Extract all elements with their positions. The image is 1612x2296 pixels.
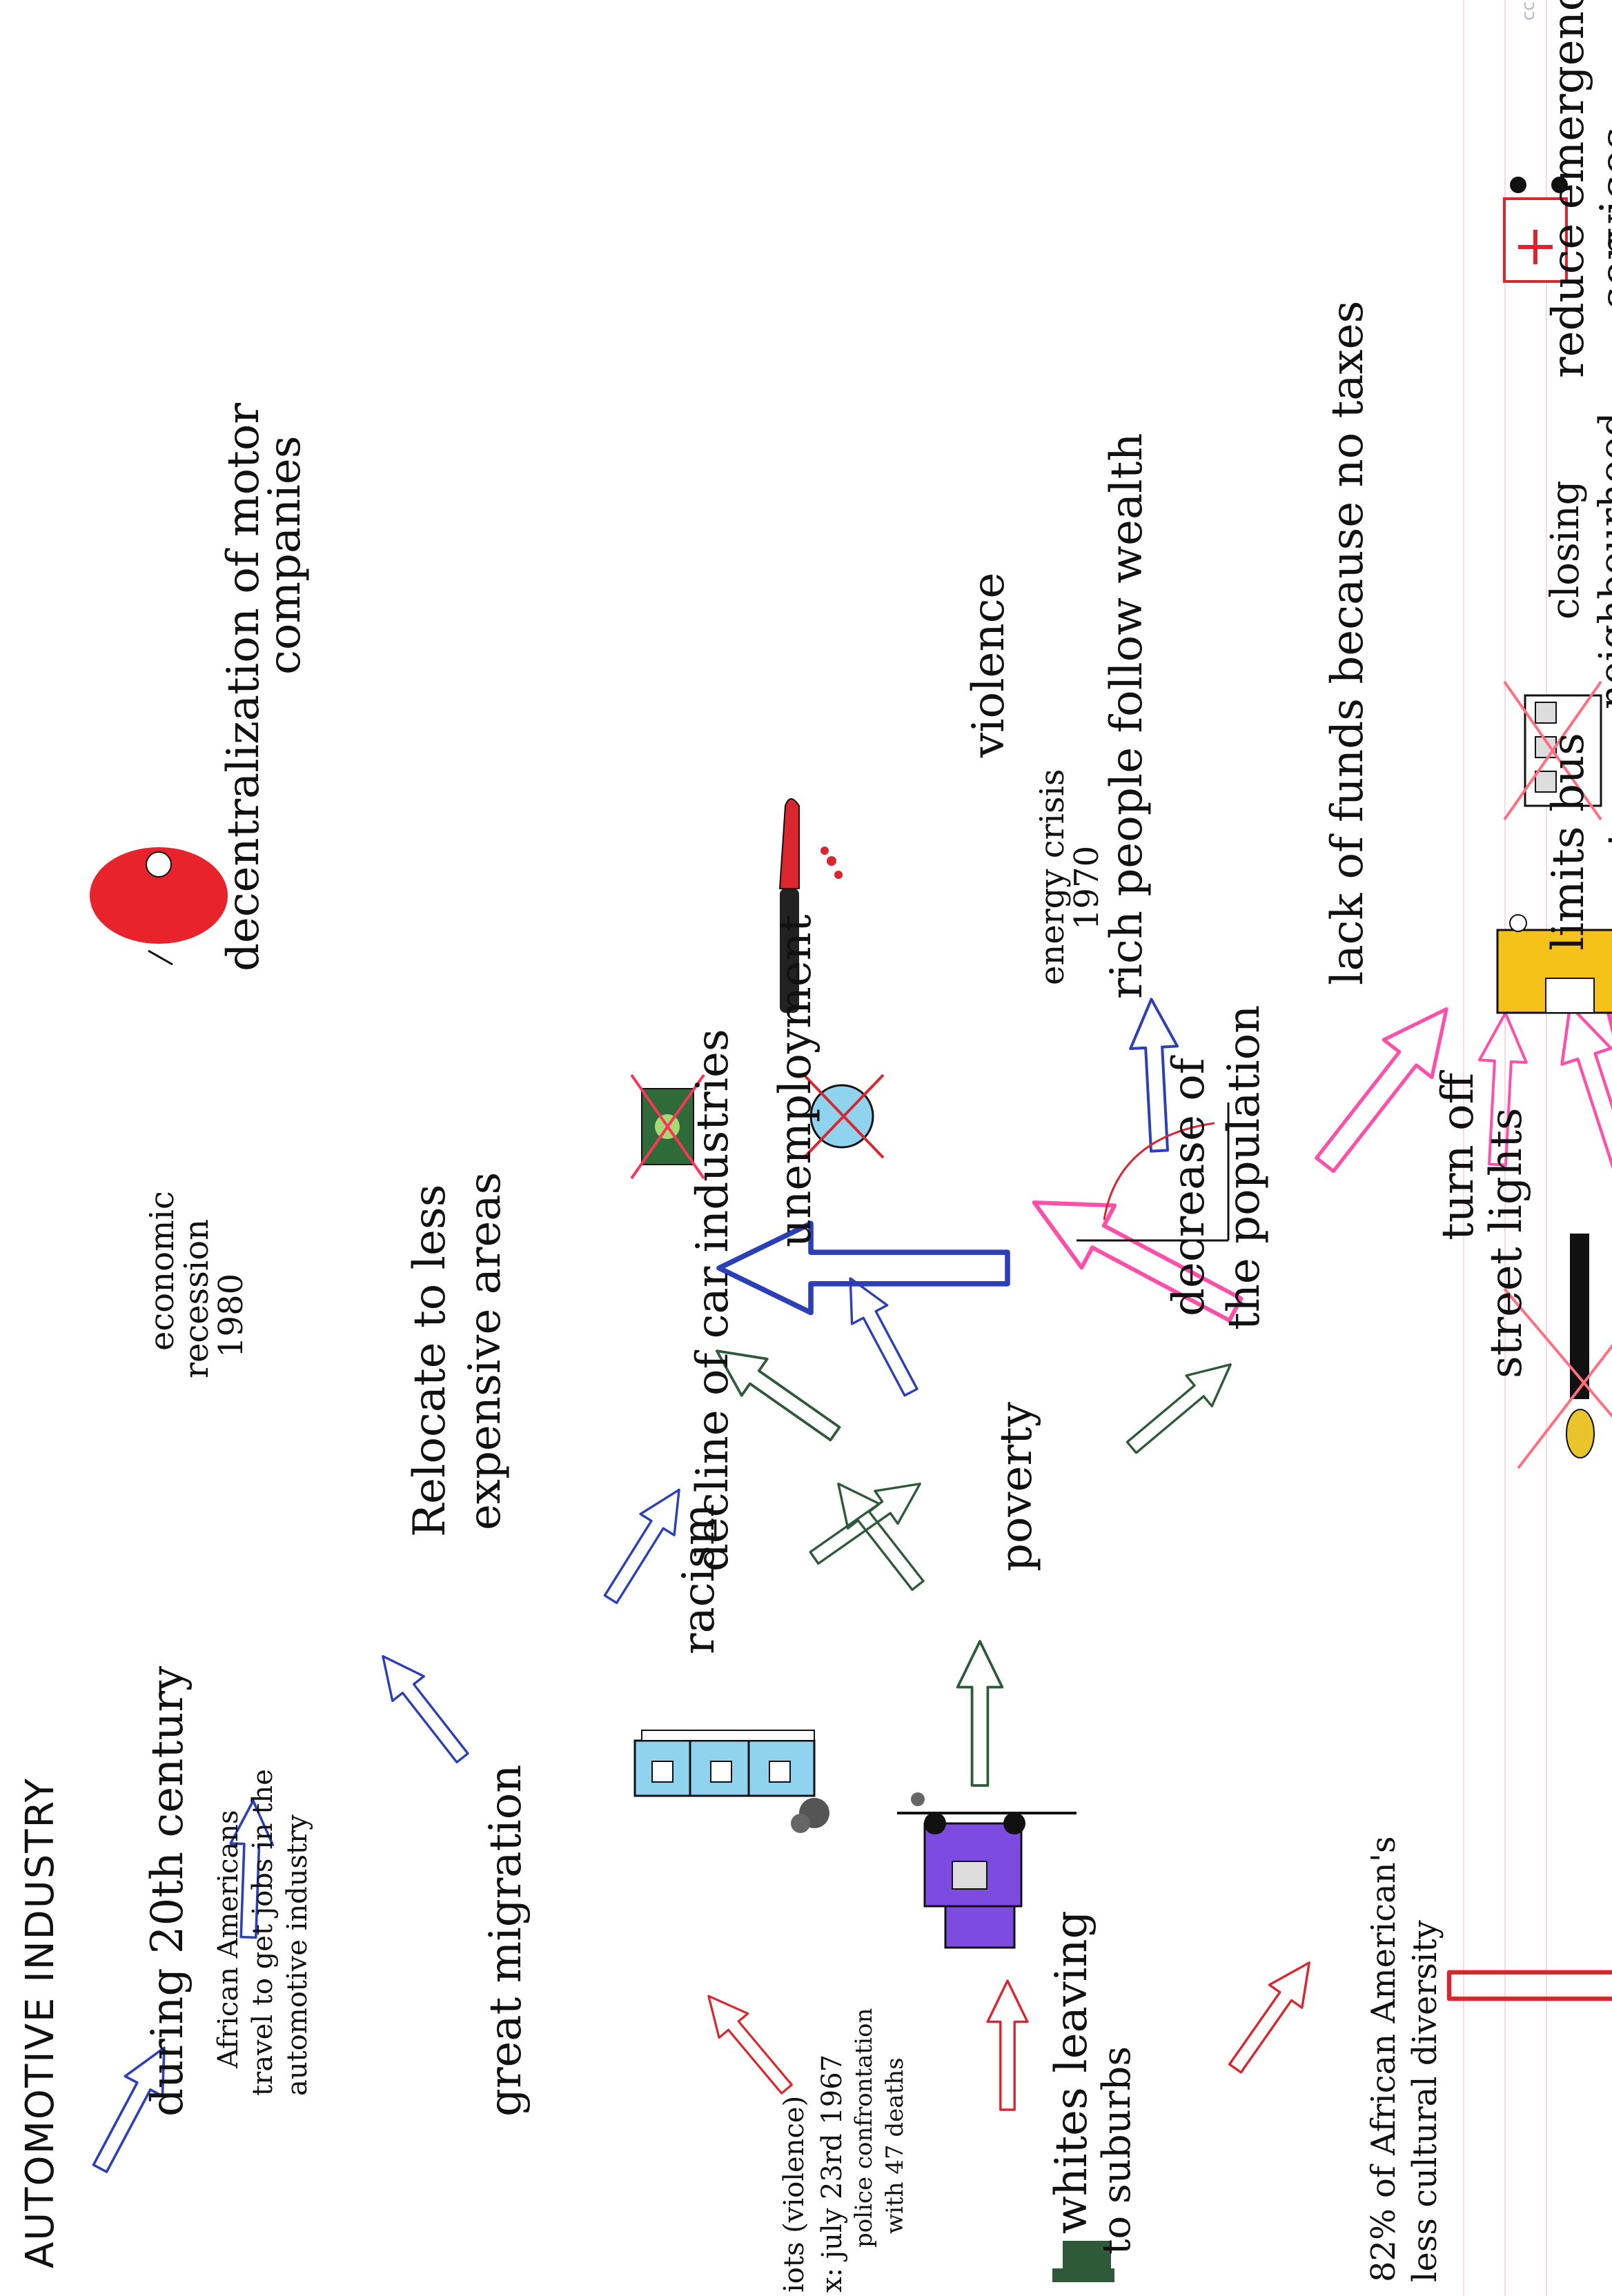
- limits-bus-line1: limits bus: [1543, 732, 1594, 951]
- unemployment: unemployment: [770, 914, 821, 1247]
- green-arrows: [702, 1331, 1245, 1787]
- purple-car-icon: [897, 1792, 1077, 1949]
- population-graph-icon: [1077, 1102, 1230, 1242]
- arrow-lack-to-schools: [1546, 998, 1612, 1172]
- riots-line3: police confrontation: [850, 2008, 878, 2248]
- tree-icon: [1052, 2241, 1114, 2282]
- african-americans-line2: travel to get jobs in the: [247, 1769, 279, 2096]
- whites-leaving-line2: to suburbs: [1094, 2046, 1139, 2255]
- reduce-emergency-line2: services: [1591, 126, 1612, 310]
- poverty-coin-icon: [803, 1073, 885, 1159]
- arrow-decrease-to-lack: [1018, 1171, 1252, 1340]
- money-crossed-icon: [630, 1073, 705, 1180]
- page-title: AUTOMOTIVE INDUSTRY: [18, 1777, 63, 2268]
- school-crossed-icon: [1503, 680, 1602, 821]
- arrow-relocate-to-decline: [986, 1979, 1029, 2111]
- turn-off-line1: turn off: [1433, 1072, 1484, 1240]
- arrow-decline-to-unemployment: [956, 1640, 1004, 1787]
- african-americans-line3: automotive industry: [282, 1814, 313, 2096]
- riots-line2: x: july 23rd 1967: [816, 2054, 848, 2293]
- arrow-decentral-to-decline: [1449, 1948, 1612, 2023]
- streetlight-crossed-icon: [1503, 1234, 1612, 1469]
- energy-crisis-line2: 1970: [1068, 845, 1106, 930]
- relocate-line1: Relocate to less: [404, 1184, 455, 1537]
- decrease-line2: the population: [1219, 1004, 1270, 1330]
- closing-line1: closing: [1543, 480, 1588, 620]
- arrow-to-whites: [831, 1267, 930, 1403]
- arrow-economic-to-decline: [693, 1983, 803, 2103]
- reduce-emergency-line1: reduce emergency: [1543, 0, 1594, 378]
- ambulance-icon: [1503, 177, 1568, 283]
- aa-82-line1: 82% of African American's: [1364, 1836, 1403, 2282]
- arrow-unemployment-to-poverty: [801, 1466, 933, 1576]
- riots-line1: iots (violence): [778, 2095, 810, 2293]
- school-bus-icon: [1496, 914, 1612, 1014]
- violence: violence: [963, 572, 1014, 758]
- closing-line2: neighbourhood: [1591, 412, 1612, 709]
- decentralization-line2: companies: [259, 435, 311, 675]
- arrow-to-racism: [366, 1643, 480, 1772]
- limits-bus-line2: routes: [1598, 780, 1612, 923]
- lack-of-funds: lack of funds because no taxes: [1322, 300, 1373, 985]
- knife-icon: [778, 798, 843, 1013]
- rose-icon: [90, 847, 228, 966]
- arrow-energy-to-decline: [1217, 1950, 1327, 2081]
- arrow-violence-to-decrease: [1117, 1347, 1245, 1464]
- during-20th-century: during 20th century: [142, 1665, 193, 2117]
- economic-line2: recession: [177, 1218, 216, 1378]
- turn-off-line2: street lights: [1481, 1107, 1532, 1378]
- economic-line3: 1980: [212, 1273, 250, 1358]
- riots-line4: with 47 deaths: [881, 2057, 909, 2234]
- energy-crisis-line1: energy crisis: [1033, 769, 1072, 985]
- whites-leaving-line1: whites leaving: [1046, 1910, 1097, 2234]
- poverty: poverty: [991, 1402, 1042, 1572]
- aa-82-line2: less cultural diversity: [1406, 1920, 1444, 2282]
- great-migration: great migration: [480, 1764, 531, 2117]
- factory-icon: [633, 1730, 829, 1833]
- decrease-line1: decrease of: [1163, 1058, 1215, 1316]
- relocate-line2: expensive areas: [460, 1171, 511, 1530]
- economic-line1: economic: [143, 1191, 181, 1351]
- rich-people-follow-wealth: rich people follow wealth: [1101, 433, 1152, 999]
- arrow-whites-to-decrease: [719, 1223, 1008, 1312]
- african-americans-line1: African Americans: [213, 1810, 244, 2068]
- decline-car-industries: decline of car industries: [687, 1029, 738, 1572]
- red-arrows: [693, 1289, 1612, 2111]
